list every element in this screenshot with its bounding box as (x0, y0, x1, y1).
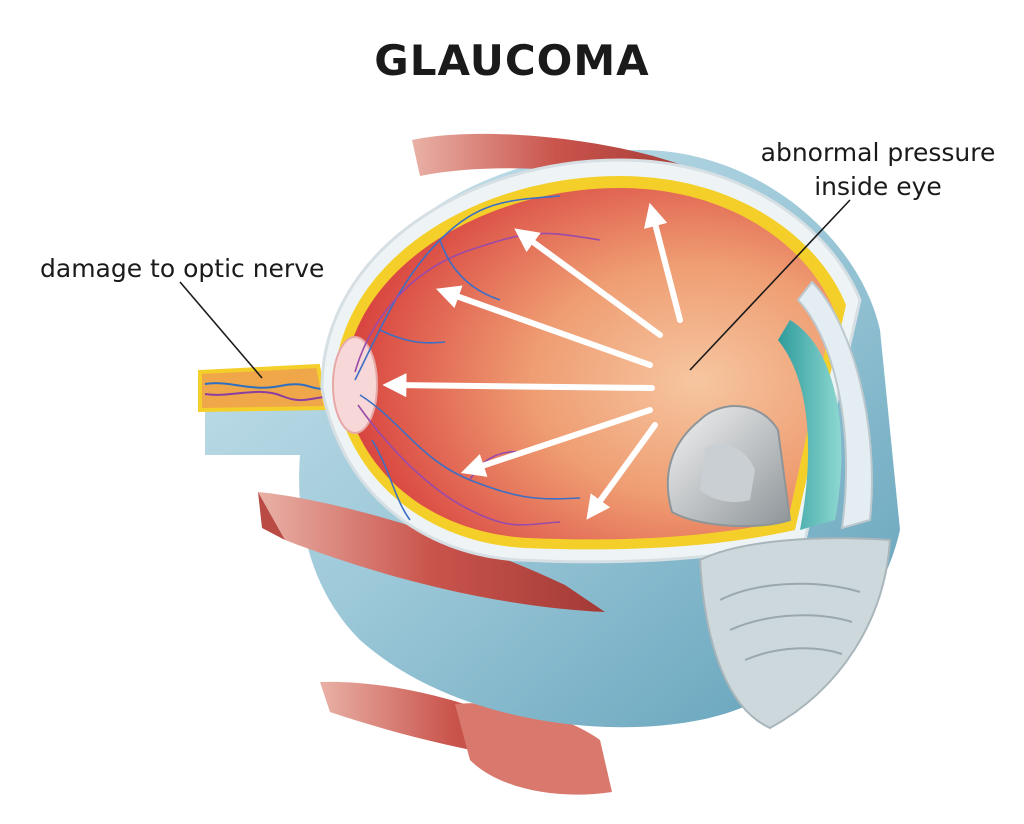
optic-disc (332, 336, 378, 434)
iris-cornea (778, 320, 842, 530)
front-shell (698, 537, 892, 730)
pressure-leader-line (689, 199, 851, 371)
lens-structure (666, 405, 792, 528)
arrow-lower-left (460, 407, 653, 477)
diagram-title: GLAUCOMA (374, 36, 650, 85)
pressure-label-line1: abnormal pressure (760, 138, 996, 167)
pressure-label: abnormal pressure inside eye (748, 136, 1008, 204)
lower-muscles (320, 681, 612, 795)
arrow-left (382, 373, 655, 398)
middle-muscle (258, 492, 605, 612)
pressure-arrows (382, 202, 683, 520)
arrow-left-upper (435, 285, 653, 368)
pressure-label-line2: inside eye (814, 172, 942, 201)
optic-nerve-leader-line (179, 281, 263, 379)
arrow-up (643, 202, 683, 323)
optic-nerve-label: damage to optic nerve (40, 254, 325, 283)
retinal-blood-vessels (354, 195, 601, 526)
arrow-upper-left (514, 228, 663, 338)
arrow-down-left (586, 422, 658, 520)
